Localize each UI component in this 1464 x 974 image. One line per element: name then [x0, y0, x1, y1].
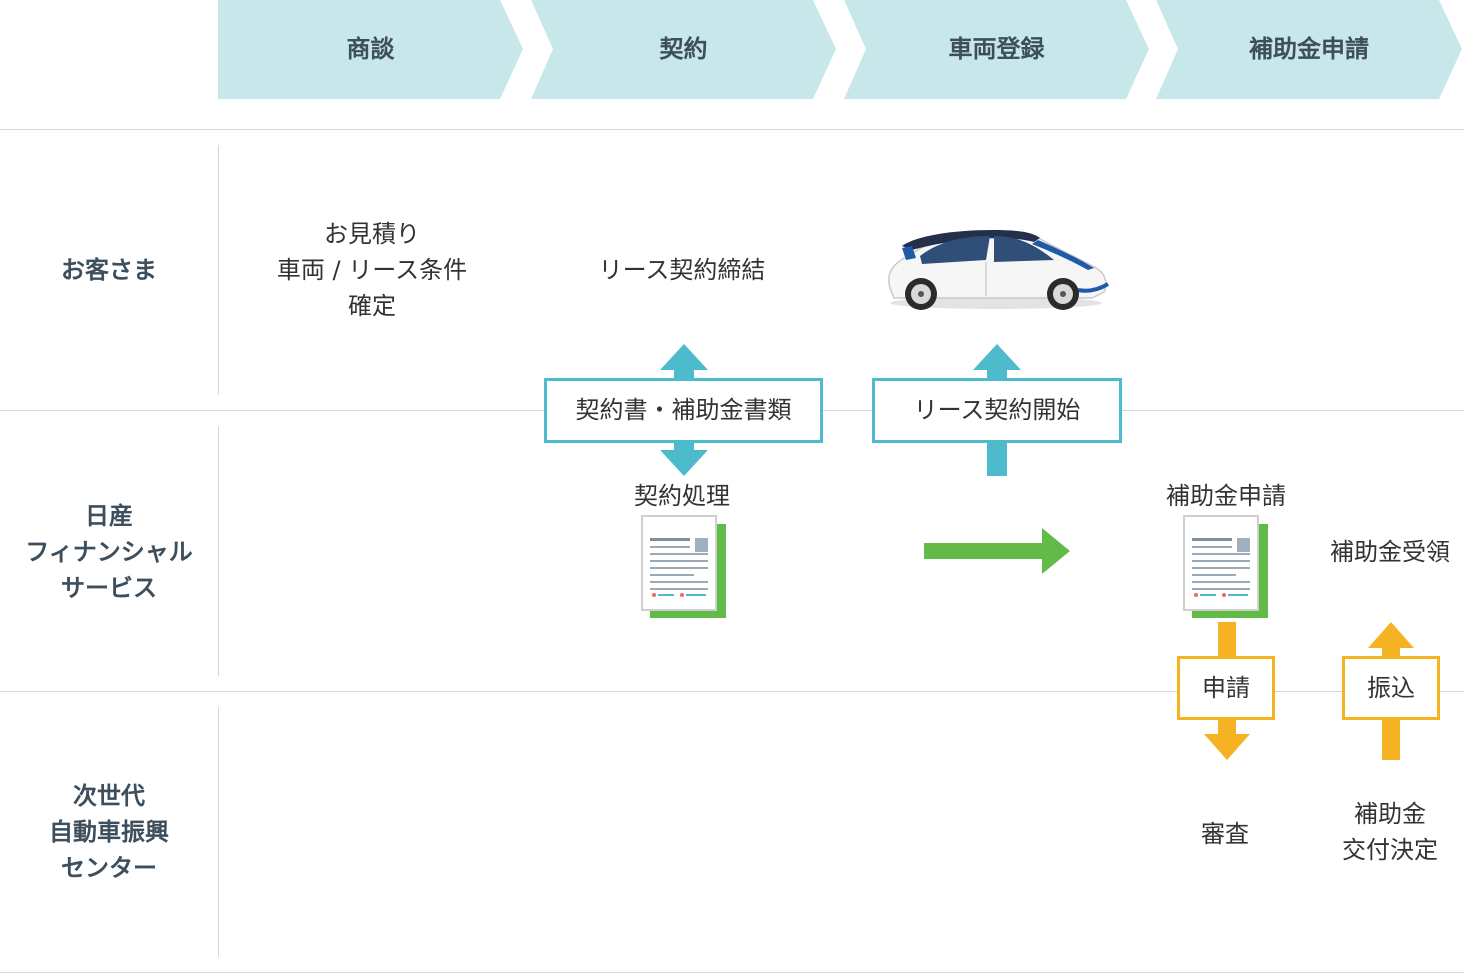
lane-divider-1	[218, 145, 219, 395]
stage-label-contract: 契約	[659, 35, 708, 63]
contract-processing-text: 契約処理	[634, 482, 730, 510]
lane-label-customer: お客さま	[0, 252, 218, 288]
lease-start-box: リース契約開始	[872, 378, 1122, 443]
lane-divider-3	[218, 707, 219, 957]
lane-label-line: センター	[61, 854, 157, 882]
estimate-text: お見積り 車両 / リース条件 確定	[222, 216, 522, 324]
grant-decision-line: 補助金	[1354, 800, 1426, 828]
document-icon	[641, 515, 726, 618]
subsidy-receipt-text: 補助金受領	[1330, 538, 1450, 566]
stage-chevron-3	[844, 0, 1149, 99]
grant-decision-line: 交付決定	[1342, 836, 1438, 864]
stage-label-subsidy: 補助金申請	[1249, 35, 1369, 63]
stage-chevrons	[218, 0, 1462, 99]
documents-box: 契約書・補助金書類	[544, 378, 823, 443]
lane-label-line: 自動車振興	[49, 818, 169, 846]
grant-decision-text: 補助金 交付決定	[1316, 796, 1464, 868]
review-text: 審査	[1201, 820, 1249, 848]
lane-label-line: フィナンシャル	[25, 538, 193, 566]
stage-label-registration: 車両登録	[948, 35, 1045, 63]
grid-line-top	[0, 129, 1464, 130]
car-icon	[888, 230, 1110, 310]
stage-chevron-1	[218, 0, 523, 99]
lane-label-nfs: 日産 フィナンシャル サービス	[0, 498, 218, 606]
grid-line-bottom	[0, 972, 1464, 973]
lane-label-line: お客さま	[61, 256, 157, 284]
lane-divider-2	[218, 426, 219, 676]
lane-label-center: 次世代 自動車振興 センター	[0, 778, 218, 886]
estimate-line: お見積り	[324, 220, 420, 248]
green-right-arrow	[924, 528, 1070, 574]
apply-box: 申請	[1177, 656, 1275, 720]
stage-label-negotiation: 商談	[346, 35, 395, 63]
lane-label-line: 次世代	[73, 782, 145, 810]
document-icon	[1183, 515, 1268, 618]
grid-line-lane-2-3	[0, 691, 1464, 692]
estimate-line: 確定	[348, 292, 396, 320]
estimate-line: 車両 / リース条件	[276, 256, 468, 284]
subsidy-application-text: 補助金申請	[1166, 482, 1286, 510]
lease-contract-text: リース契約締結	[598, 256, 766, 284]
lane-label-line: 日産	[85, 502, 133, 530]
stage-chevron-2	[531, 0, 836, 99]
lane-label-line: サービス	[61, 574, 157, 602]
stage-chevron-4	[1156, 0, 1462, 99]
transfer-box: 振込	[1342, 656, 1440, 720]
